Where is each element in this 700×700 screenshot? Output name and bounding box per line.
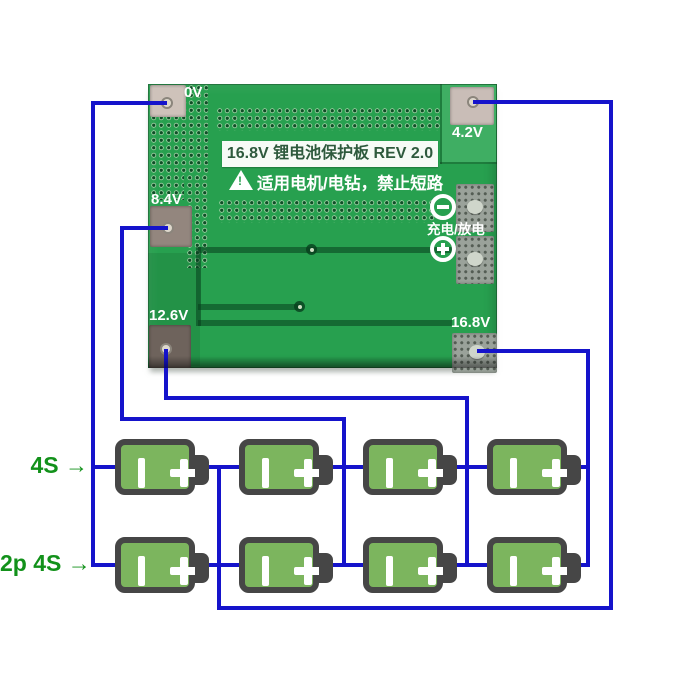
charge-pad-grid xyxy=(456,184,494,232)
wire-4-2v-horizontal xyxy=(473,100,613,104)
wire-0v-vertical xyxy=(91,101,95,567)
pad-label-4-2v: 4.2V xyxy=(452,124,483,141)
wire-8-4v-vertical xyxy=(120,226,124,421)
cell-minus-terminal-icon xyxy=(510,556,517,586)
cell-plus-icon xyxy=(411,550,453,592)
warning-text: 适用电机/电钻，禁止短路 xyxy=(257,175,444,193)
wire-8-4v-vertical-2 xyxy=(342,417,346,567)
wire-12-6v-horizontal xyxy=(164,396,469,400)
pcb-seam-horizontal xyxy=(440,162,497,164)
pad-0v xyxy=(150,85,186,117)
pad-label-0v: 0V xyxy=(184,84,203,101)
battery-cell xyxy=(115,439,209,495)
pad-label-8-4v: 8.4V xyxy=(151,191,182,208)
pad-hole xyxy=(467,252,483,266)
wire-4-2v-vertical xyxy=(609,100,613,610)
copper-trace xyxy=(198,304,300,310)
plus-circle-icon xyxy=(430,236,456,262)
battery-cell xyxy=(363,439,457,495)
cell-plus-icon xyxy=(535,452,577,494)
battery-cell xyxy=(239,537,333,593)
wire-4-2v-bottom xyxy=(217,606,613,610)
cell-plus-icon xyxy=(535,550,577,592)
cell-minus-terminal-icon xyxy=(138,458,145,488)
cell-minus-terminal-icon xyxy=(386,556,393,586)
battery-cell xyxy=(239,439,333,495)
via-pad xyxy=(306,244,317,255)
copper-trace xyxy=(198,247,456,253)
row-label-2p4s: 2p 4S → xyxy=(0,550,91,577)
pad-16-8v xyxy=(452,333,497,373)
warning-exclamation: ! xyxy=(238,174,242,188)
through-hole-grid xyxy=(150,174,184,200)
arrow-right-icon: → xyxy=(65,452,88,478)
cell-positive-nub xyxy=(195,455,209,485)
through-hole-rows xyxy=(216,107,440,131)
battery-cell xyxy=(115,537,209,593)
cell-positive-nub xyxy=(567,455,581,485)
row-label-4s-text: 4S xyxy=(30,452,59,478)
wire-4-2v-junction xyxy=(217,465,221,610)
row-label-2p4s-text: 2p 4S xyxy=(0,550,62,576)
wire-16-8v-vertical xyxy=(586,349,590,567)
copper-trace xyxy=(198,320,452,326)
copper-trace xyxy=(196,247,201,326)
cell-positive-nub xyxy=(195,553,209,583)
pad-4-2v xyxy=(450,87,494,125)
battery-cell xyxy=(487,537,581,593)
wire-8-4v-horizontal-2 xyxy=(120,417,346,421)
cell-plus-icon xyxy=(287,550,329,592)
cell-plus-icon xyxy=(287,452,329,494)
board-title-banner: 16.8V 锂电池保护板 REV 2.0 xyxy=(222,141,438,167)
arrow-right-icon: → xyxy=(67,550,91,576)
cell-positive-nub xyxy=(319,455,333,485)
wire-12-6v-vertical-2 xyxy=(465,396,469,567)
via-pad xyxy=(294,301,305,312)
cell-positive-nub xyxy=(567,553,581,583)
wire-12-6v-vertical xyxy=(164,349,168,400)
pad-label-16-8v: 16.8V xyxy=(451,314,491,331)
through-hole-rows xyxy=(218,199,436,223)
pad-label-12-6v: 12.6V xyxy=(149,307,189,324)
minus-circle-icon xyxy=(430,194,456,220)
cell-minus-terminal-icon xyxy=(262,458,269,488)
cell-plus-icon xyxy=(411,452,453,494)
wire-0v-horizontal xyxy=(91,101,167,105)
wire-row1-bus xyxy=(91,465,590,469)
pad-hole xyxy=(467,200,483,214)
discharge-pad-grid xyxy=(456,236,494,284)
cell-minus-terminal-icon xyxy=(510,458,517,488)
row-label-4s: 4S → xyxy=(0,452,88,479)
warning-triangle-icon xyxy=(229,170,253,190)
charge-discharge-label: 充电/放电 xyxy=(427,222,485,237)
wire-row2-bus xyxy=(91,563,590,567)
battery-cell xyxy=(363,537,457,593)
cell-minus-terminal-icon xyxy=(138,556,145,586)
cell-minus-terminal-icon xyxy=(386,458,393,488)
wire-8-4v-horizontal xyxy=(120,226,168,230)
wire-16-8v-horizontal xyxy=(477,349,590,353)
cell-positive-nub xyxy=(443,455,457,485)
cell-minus-terminal-icon xyxy=(262,556,269,586)
cell-positive-nub xyxy=(443,553,457,583)
battery-cell xyxy=(487,439,581,495)
cell-plus-icon xyxy=(163,550,205,592)
pcb-edge-shadow xyxy=(148,356,497,368)
cell-positive-nub xyxy=(319,553,333,583)
cell-plus-icon xyxy=(163,452,205,494)
pcb-seam-vertical xyxy=(440,84,442,164)
